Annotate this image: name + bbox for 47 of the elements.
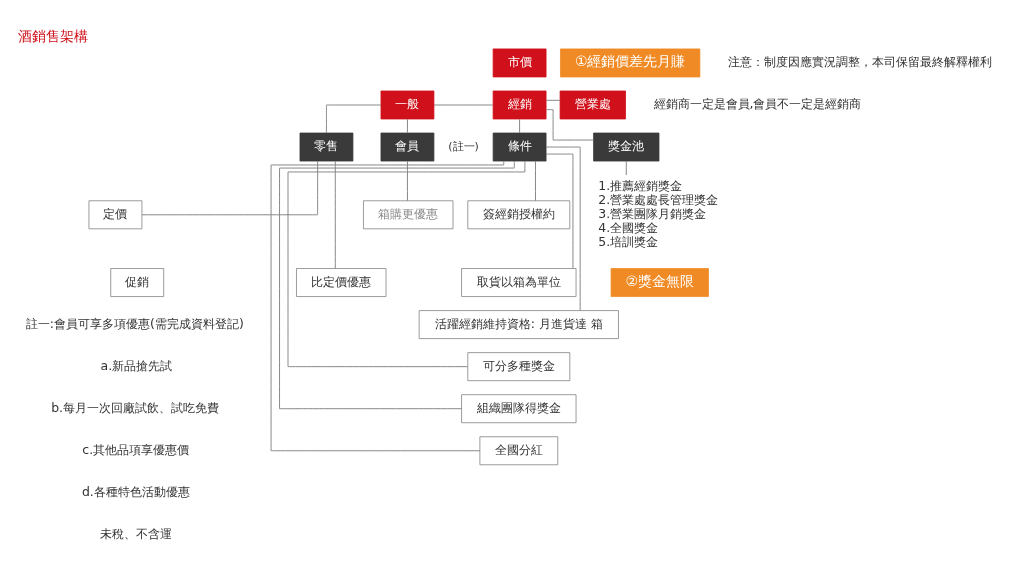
node-box: 比定價優惠 (296, 268, 387, 297)
label: a.新品搶先試 (100, 357, 173, 373)
label: 經銷商一定是會員,會員不一定是經銷商 (653, 95, 862, 111)
label: 注意：制度因應實況調整，本司保留最終解釋權利 (727, 53, 992, 69)
connector (287, 160, 526, 368)
connector (279, 160, 515, 410)
node-box: 市價 (492, 48, 547, 78)
node-box: 營業處 (559, 90, 626, 120)
connector (433, 104, 494, 106)
connector (326, 104, 382, 134)
connector (545, 109, 594, 141)
connector (270, 160, 505, 452)
node-box: 箱購更優惠 (363, 200, 454, 230)
node-box: 取貨以箱為單位 (461, 268, 577, 297)
label: 未稅、不含運 (100, 525, 173, 541)
connector (334, 160, 336, 269)
node-label: (註一) (448, 139, 479, 153)
connector (519, 118, 521, 134)
node-box: 獎金池 (593, 132, 660, 162)
diagram-title: 酒銷售架構 (18, 28, 89, 45)
label: d.各種特色活動優惠 (81, 483, 190, 499)
node-box: 會員 (380, 132, 435, 162)
connector (535, 160, 536, 202)
label: c.其他品項享優惠價 (82, 441, 190, 457)
connector (545, 99, 561, 101)
node-box: 條件 (492, 132, 547, 162)
connector (545, 146, 581, 311)
connector (407, 160, 408, 202)
connector (625, 160, 627, 176)
node-box: 簽經銷授權約 (467, 200, 571, 230)
node-box: 組織團隊得獎金 (461, 394, 577, 424)
node-box: 零售 (299, 132, 354, 162)
node-box: 促銷 (110, 268, 165, 297)
label: 註一:會員可享多項優惠(需完成資料登記) (25, 315, 244, 331)
label: b.每月一次回廠試飲、試吃免費 (51, 399, 220, 415)
node-box: ②獎金無限 (610, 268, 709, 297)
node-box: 定價 (88, 200, 143, 230)
node-box: 一般 (380, 90, 435, 120)
node-box: ①經銷價差先月賺 (560, 48, 701, 78)
connector (545, 153, 574, 269)
connector (407, 118, 408, 134)
node-box: 可分多種獎金 (467, 352, 571, 382)
node-box: 經銷 (492, 90, 547, 120)
node-text: 1.推薦經銷獎金 2.營業處處長管理獎金 3.營業團隊月銷獎金 4.全國獎金 5.培訓獎金 (598, 177, 719, 249)
connector (141, 160, 319, 216)
node-box: 活躍經銷維持資格: 月進貨達 箱 (418, 310, 619, 339)
node-box: 全國分紅 (479, 436, 559, 466)
